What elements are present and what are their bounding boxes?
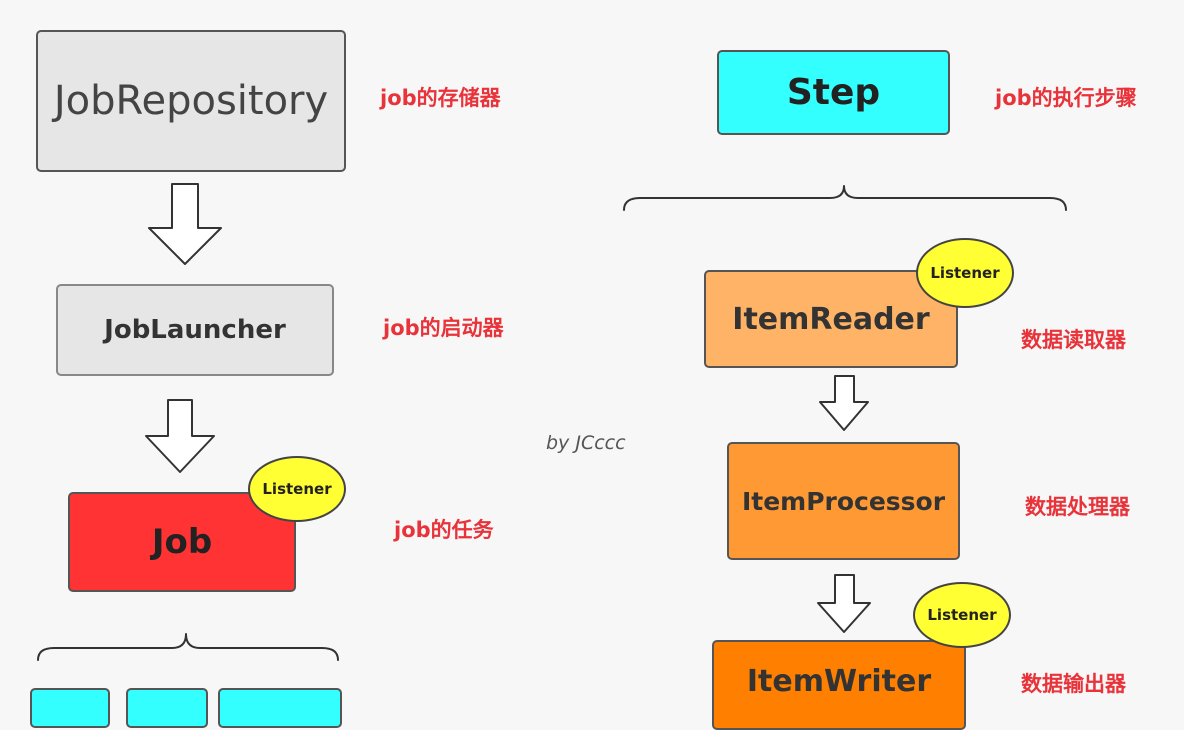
item-reader-listener-text: Listener	[930, 264, 1000, 282]
job-listener-badge: Listener	[248, 456, 346, 522]
item-reader-listener-badge: Listener	[916, 238, 1014, 308]
down-arrow-icon	[817, 574, 871, 633]
curly-brace-icon	[623, 185, 1067, 211]
job-listener-text: Listener	[262, 480, 332, 498]
job-launcher-label: job的启动器	[383, 316, 504, 340]
item-processor-text: ItemProcessor	[741, 486, 946, 516]
job-launcher-text: JobLauncher	[104, 315, 286, 345]
job-label: job的任务	[394, 518, 494, 542]
job-text: Job	[151, 522, 213, 562]
job-repository-box: JobRepository	[36, 30, 346, 172]
item-reader-box: ItemReader	[704, 270, 958, 368]
item-writer-label: 数据输出器	[1021, 672, 1126, 696]
byline: by JCccc	[546, 432, 626, 454]
item-reader-text: ItemReader	[732, 301, 930, 337]
item-reader-label: 数据读取器	[1021, 328, 1126, 352]
item-processor-box: ItemProcessor	[727, 442, 960, 560]
item-writer-text: ItemWriter	[746, 663, 932, 699]
step-label: job的执行步骤	[995, 86, 1137, 110]
job-launcher-box: JobLauncher	[56, 284, 334, 376]
down-arrow-icon	[819, 375, 869, 431]
item-writer-listener-text: Listener	[927, 606, 997, 624]
item-writer-listener-badge: Listener	[913, 582, 1011, 648]
job-repository-text: JobRepository	[53, 78, 329, 124]
connectors	[37, 183, 1067, 661]
step-text: Step	[786, 72, 881, 113]
step-box: Step	[717, 50, 950, 135]
job-repository-label: job的存储器	[380, 86, 501, 110]
item-processor-label: 数据处理器	[1025, 495, 1130, 519]
curly-brace-icon	[37, 633, 339, 661]
down-arrow-icon	[145, 399, 215, 473]
down-arrow-icon	[148, 183, 222, 265]
